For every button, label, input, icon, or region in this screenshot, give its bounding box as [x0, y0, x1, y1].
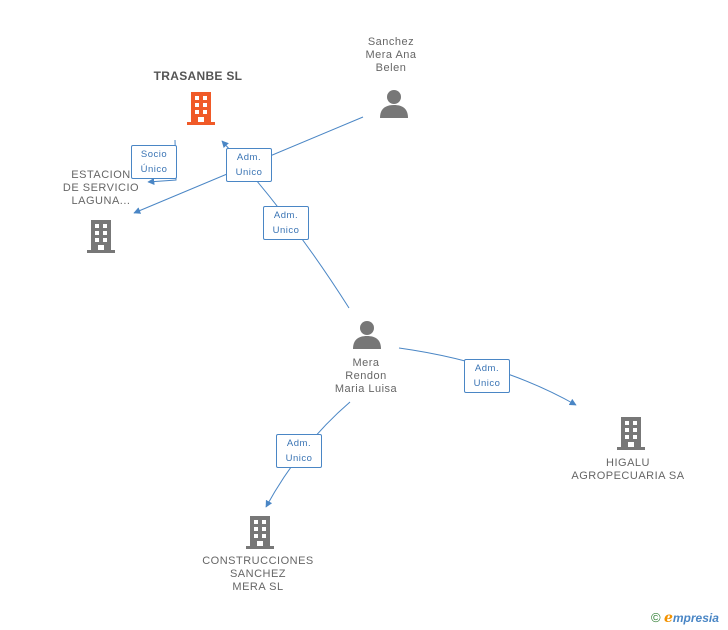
edge-label-line: Unico: [272, 225, 300, 236]
edge-label-line: Socio: [140, 149, 168, 160]
brand-e: e: [663, 610, 673, 626]
edge-label-adm-unico: Adm. Unico: [226, 148, 272, 182]
edge-label-adm-unico: Adm. Unico: [464, 359, 510, 393]
edge-label-line: Unico: [473, 378, 501, 389]
building-icon[interactable]: [616, 416, 646, 450]
node-label-mera[interactable]: Mera Rendon Maria Luisa: [334, 357, 398, 395]
edge-label-line: Adm.: [236, 152, 262, 163]
person-icon[interactable]: [379, 89, 409, 119]
node-label-estacion[interactable]: ESTACION DE SERVICIO LAGUNA...: [62, 169, 140, 207]
edge-label-adm-unico: Adm. Unico: [263, 206, 309, 240]
node-label-higalu[interactable]: HIGALU AGROPECUARIA SA: [571, 457, 685, 482]
edge-label-socio-unico: Socio Único: [131, 145, 177, 179]
copyright-icon: ©: [651, 610, 661, 625]
edge-label-line: Unico: [235, 167, 263, 178]
building-icon[interactable]: [245, 515, 275, 549]
edge-label-line: Único: [140, 164, 168, 175]
node-label-construcciones[interactable]: CONSTRUCCIONES SANCHEZ MERA SL: [202, 555, 314, 593]
edge-label-line: Unico: [285, 453, 313, 464]
building-icon[interactable]: [86, 219, 116, 253]
edge-label-line: Adm.: [474, 363, 500, 374]
node-label-trasanbe[interactable]: TRASANBE SL: [153, 69, 243, 83]
edge-label-line: Adm.: [286, 438, 312, 449]
brand-name: mpresia: [672, 611, 719, 625]
brand-logo[interactable]: © empresia: [651, 610, 719, 626]
edge-label-line: Adm.: [273, 210, 299, 221]
edge-label-adm-unico: Adm. Unico: [276, 434, 322, 468]
building-icon[interactable]: [186, 91, 216, 125]
person-icon[interactable]: [352, 320, 382, 350]
node-label-sanchez[interactable]: Sanchez Mera Ana Belen: [365, 36, 417, 74]
